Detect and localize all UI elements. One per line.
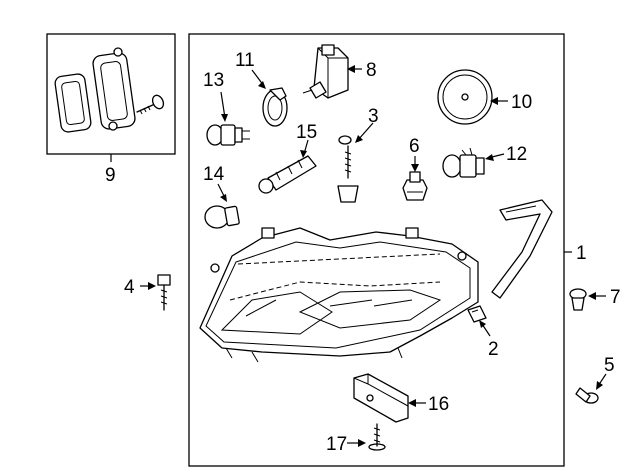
clip-icon-7	[569, 288, 587, 311]
arrowhead-4	[148, 282, 156, 290]
arrowhead-8	[347, 65, 355, 73]
arrowhead-2	[479, 320, 486, 328]
arrowhead-10	[490, 97, 498, 105]
arrowhead-12	[485, 154, 494, 161]
clip-icon-2	[467, 305, 487, 323]
callout-17: 17	[326, 434, 347, 455]
leader-3	[357, 122, 374, 141]
callout-7: 7	[610, 287, 621, 308]
bolt-icon-4	[157, 274, 171, 311]
callout-12: 12	[506, 144, 527, 165]
control-module-icon-16	[353, 373, 409, 423]
arrowhead-14	[220, 194, 227, 202]
bulb-icon-12	[442, 147, 485, 178]
callout-4: 4	[124, 277, 135, 298]
bulb-icon-14	[204, 205, 240, 229]
callout-9: 9	[105, 165, 116, 186]
arrowhead-15	[300, 150, 307, 158]
arrowhead-11	[258, 81, 266, 89]
gasket-icon	[54, 47, 136, 133]
callout-11: 11	[235, 50, 255, 71]
callout-8: 8	[366, 60, 377, 81]
callout-10: 10	[511, 92, 532, 113]
dust-cap-icon-10	[437, 69, 493, 125]
callout-16: 16	[428, 394, 449, 415]
callout-5: 5	[604, 355, 615, 376]
arrowhead-5	[596, 381, 603, 390]
arrowhead-7	[588, 292, 596, 300]
main-assembly-frame	[188, 33, 565, 467]
arrowhead-13	[221, 114, 228, 122]
arrowhead-6	[411, 164, 419, 172]
arrowhead-17	[358, 439, 366, 447]
screw-icon	[136, 94, 165, 115]
callout-2: 2	[488, 339, 499, 360]
callout-15: 15	[296, 122, 317, 143]
leader-13	[220, 91, 226, 119]
bolt-icon-3	[337, 135, 359, 203]
callout-6: 6	[409, 136, 420, 157]
arrowhead-3	[355, 135, 363, 143]
callout-13: 13	[203, 70, 224, 91]
callout-14: 14	[203, 164, 225, 185]
bolt-icon-17	[368, 423, 386, 451]
clip-icon-5	[575, 387, 599, 404]
bulb-socket-icon-11	[262, 87, 288, 127]
callout-1: 1	[576, 243, 587, 264]
trim-strip-icon	[491, 199, 553, 299]
callout-3: 3	[368, 106, 379, 127]
bulb-socket-icon-15	[258, 155, 317, 194]
control-module-icon-8	[302, 44, 349, 99]
headlamp-assembly-icon	[199, 227, 479, 363]
bulb-socket-icon-6	[402, 171, 428, 201]
arrowhead-16	[408, 399, 416, 407]
bulb-icon-13	[206, 124, 250, 146]
